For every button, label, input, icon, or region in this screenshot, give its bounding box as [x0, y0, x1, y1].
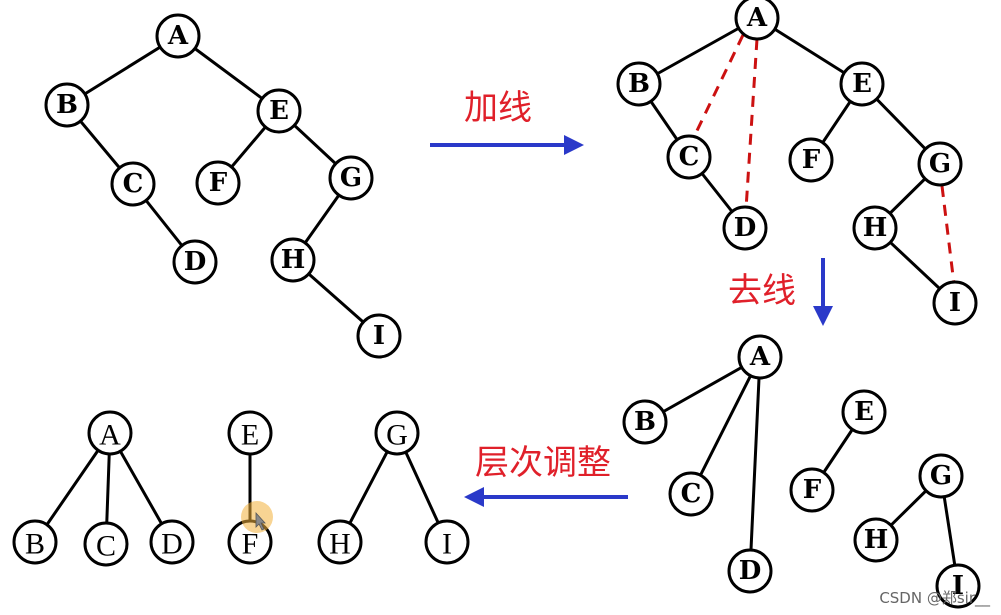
- remove-lines-label: 去线: [728, 271, 796, 311]
- original-binary-tree: A B E C F G D H I: [44, 13, 402, 359]
- node-a: A: [87, 410, 133, 456]
- svg-text:H: H: [863, 213, 888, 243]
- forest-tree-a: A B C D: [12, 410, 195, 567]
- svg-text:C: C: [679, 142, 700, 172]
- svg-text:I: I: [442, 528, 452, 561]
- svg-text:E: E: [852, 69, 872, 99]
- svg-text:H: H: [281, 245, 306, 275]
- svg-text:G: G: [929, 149, 951, 179]
- svg-text:I: I: [373, 321, 385, 351]
- forest-tree-e: E F: [227, 410, 273, 565]
- node-e: E: [839, 61, 885, 107]
- svg-text:F: F: [209, 168, 228, 198]
- svg-text:D: D: [161, 528, 183, 561]
- cursor-icon: [241, 501, 273, 533]
- svg-text:A: A: [746, 3, 768, 33]
- node-i: I: [424, 519, 470, 565]
- svg-text:B: B: [56, 90, 78, 120]
- watermark: CSDN @郑sir__: [879, 589, 990, 608]
- node-d: D: [149, 519, 195, 565]
- adjust-levels-label: 层次调整: [475, 443, 611, 483]
- node-e: E: [841, 389, 887, 435]
- node-a: A: [737, 334, 783, 380]
- svg-text:B: B: [628, 69, 650, 99]
- node-g: G: [328, 155, 374, 201]
- svg-text:F: F: [242, 528, 259, 561]
- svg-text:D: D: [734, 213, 757, 243]
- tree-after-removing-lines: A B E C F G H D I: [622, 334, 981, 609]
- node-c: C: [83, 521, 129, 567]
- node-h: H: [317, 519, 363, 565]
- node-g: G: [374, 410, 420, 456]
- node-g: G: [918, 453, 964, 499]
- svg-text:I: I: [949, 288, 961, 318]
- node-b: B: [12, 519, 58, 565]
- svg-text:I: I: [952, 571, 964, 601]
- svg-text:C: C: [681, 479, 702, 509]
- node-g: G: [917, 141, 963, 187]
- node-i: I: [932, 280, 978, 326]
- node-f: F: [227, 519, 273, 565]
- node-b: B: [622, 399, 668, 445]
- svg-text:A: A: [99, 419, 121, 452]
- node-e: E: [256, 88, 302, 134]
- svg-text:A: A: [167, 21, 189, 51]
- svg-text:G: G: [386, 419, 408, 452]
- forest-tree-g: G H I: [317, 410, 470, 565]
- svg-text:G: G: [930, 461, 952, 491]
- node-f: F: [788, 137, 834, 183]
- resulting-forest: A B C D E F G H I: [12, 410, 470, 567]
- svg-text:E: E: [269, 96, 289, 126]
- node-a: A: [734, 0, 780, 41]
- node-d: D: [727, 548, 773, 594]
- svg-text:F: F: [803, 475, 822, 505]
- svg-text:G: G: [340, 163, 362, 193]
- node-c: C: [110, 161, 156, 207]
- node-h: H: [270, 237, 316, 283]
- svg-text:H: H: [329, 528, 351, 561]
- adjust-levels-step: 层次调整: [464, 443, 628, 507]
- add-lines-label: 加线: [464, 88, 532, 128]
- svg-text:C: C: [96, 530, 116, 563]
- svg-text:C: C: [123, 169, 144, 199]
- tree-with-added-lines: A B E C F G D H I: [616, 0, 978, 326]
- node-i: I: [356, 313, 402, 359]
- node-i: I: [935, 563, 981, 609]
- node-a: A: [155, 13, 201, 59]
- node-b: B: [44, 82, 90, 128]
- svg-text:D: D: [739, 556, 762, 586]
- svg-text:B: B: [25, 528, 45, 561]
- node-f: F: [789, 467, 835, 513]
- remove-lines-step: 去线: [728, 258, 833, 326]
- node-e: E: [227, 410, 273, 456]
- node-b: B: [616, 61, 662, 107]
- svg-text:H: H: [864, 525, 889, 555]
- node-c: C: [666, 134, 712, 180]
- svg-text:B: B: [634, 407, 656, 437]
- svg-text:E: E: [241, 419, 259, 452]
- node-d: D: [172, 239, 218, 285]
- svg-text:E: E: [854, 397, 874, 427]
- svg-text:D: D: [184, 247, 207, 277]
- add-lines-step: 加线: [430, 88, 584, 155]
- svg-text:F: F: [802, 145, 821, 175]
- node-d: D: [722, 205, 768, 251]
- node-h: H: [852, 205, 898, 251]
- node-f: F: [195, 160, 241, 206]
- node-h: H: [853, 517, 899, 563]
- svg-text:A: A: [749, 342, 771, 372]
- node-c: C: [668, 471, 714, 517]
